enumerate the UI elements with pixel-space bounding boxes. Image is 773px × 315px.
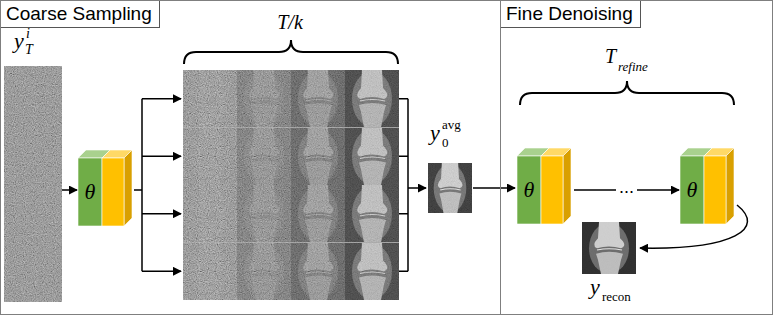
math-label: T <box>605 46 616 66</box>
block-face <box>563 148 571 224</box>
math-label: avg <box>442 118 461 131</box>
stage-panel: Fine Denoising θ θ <box>500 0 773 315</box>
math-label: i <box>26 27 30 41</box>
sample-grid <box>183 70 399 300</box>
flow-arrow <box>142 98 181 100</box>
flow-arrow <box>473 187 515 189</box>
block-face <box>517 156 541 224</box>
sample-grid <box>183 70 237 128</box>
block-face <box>541 156 563 224</box>
noise-image <box>4 66 62 302</box>
sample-grid <box>237 185 291 243</box>
sample-grid <box>345 243 399 301</box>
sample-grid <box>291 185 345 243</box>
math-label: T/k <box>277 12 303 32</box>
sample-grid <box>237 128 291 186</box>
panel-heading: Coarse Sampling <box>1 1 160 28</box>
stage-panel: Coarse Sampling θ <box>0 0 501 315</box>
sample-grid <box>291 128 345 186</box>
block-face <box>124 150 132 226</box>
sample-grid <box>291 70 345 128</box>
average-image <box>428 163 472 213</box>
sample-grid <box>183 243 237 301</box>
flow-arrow <box>408 187 426 189</box>
noise-image <box>4 66 62 302</box>
brace <box>184 40 734 105</box>
network-block: θ <box>680 146 736 226</box>
math-label: 0 <box>442 136 449 149</box>
sample-grid <box>345 185 399 243</box>
brace <box>520 81 734 105</box>
sample-grid <box>183 185 237 243</box>
math-label: T <box>25 43 33 57</box>
sample-grid <box>237 70 291 128</box>
math-label: y <box>590 276 600 298</box>
flow-arrow <box>399 99 408 272</box>
math-label: recon <box>602 290 631 303</box>
sample-grid <box>345 128 399 186</box>
flow-arrow <box>142 213 181 215</box>
network-block: θ <box>517 146 573 226</box>
panel-heading: Fine Denoising <box>501 1 641 28</box>
flow-arrow <box>62 189 77 191</box>
flow-arrow <box>142 271 181 273</box>
block-face <box>704 156 726 224</box>
recon-image <box>582 222 636 274</box>
parameter-symbol: θ <box>78 158 102 226</box>
math-label: y <box>430 122 440 144</box>
flow-arrow <box>134 99 142 272</box>
sample-grid <box>237 243 291 301</box>
sample-grid <box>345 70 399 128</box>
network-block: θ <box>78 148 134 228</box>
parameter-symbol: θ <box>517 156 541 224</box>
parameter-symbol: θ <box>680 156 704 224</box>
block-face <box>726 148 734 224</box>
flow-arrow <box>62 99 747 272</box>
math-label: refine <box>618 60 648 73</box>
flow-arrow <box>142 156 181 158</box>
brace <box>184 40 398 64</box>
sample-grid <box>183 128 237 186</box>
noise-image <box>4 66 62 302</box>
block-face <box>102 158 124 226</box>
sample-grid <box>291 243 345 301</box>
block-face <box>680 156 704 224</box>
edge-label: ... <box>616 178 637 196</box>
math-label: y <box>14 30 24 52</box>
block-face <box>78 158 102 226</box>
